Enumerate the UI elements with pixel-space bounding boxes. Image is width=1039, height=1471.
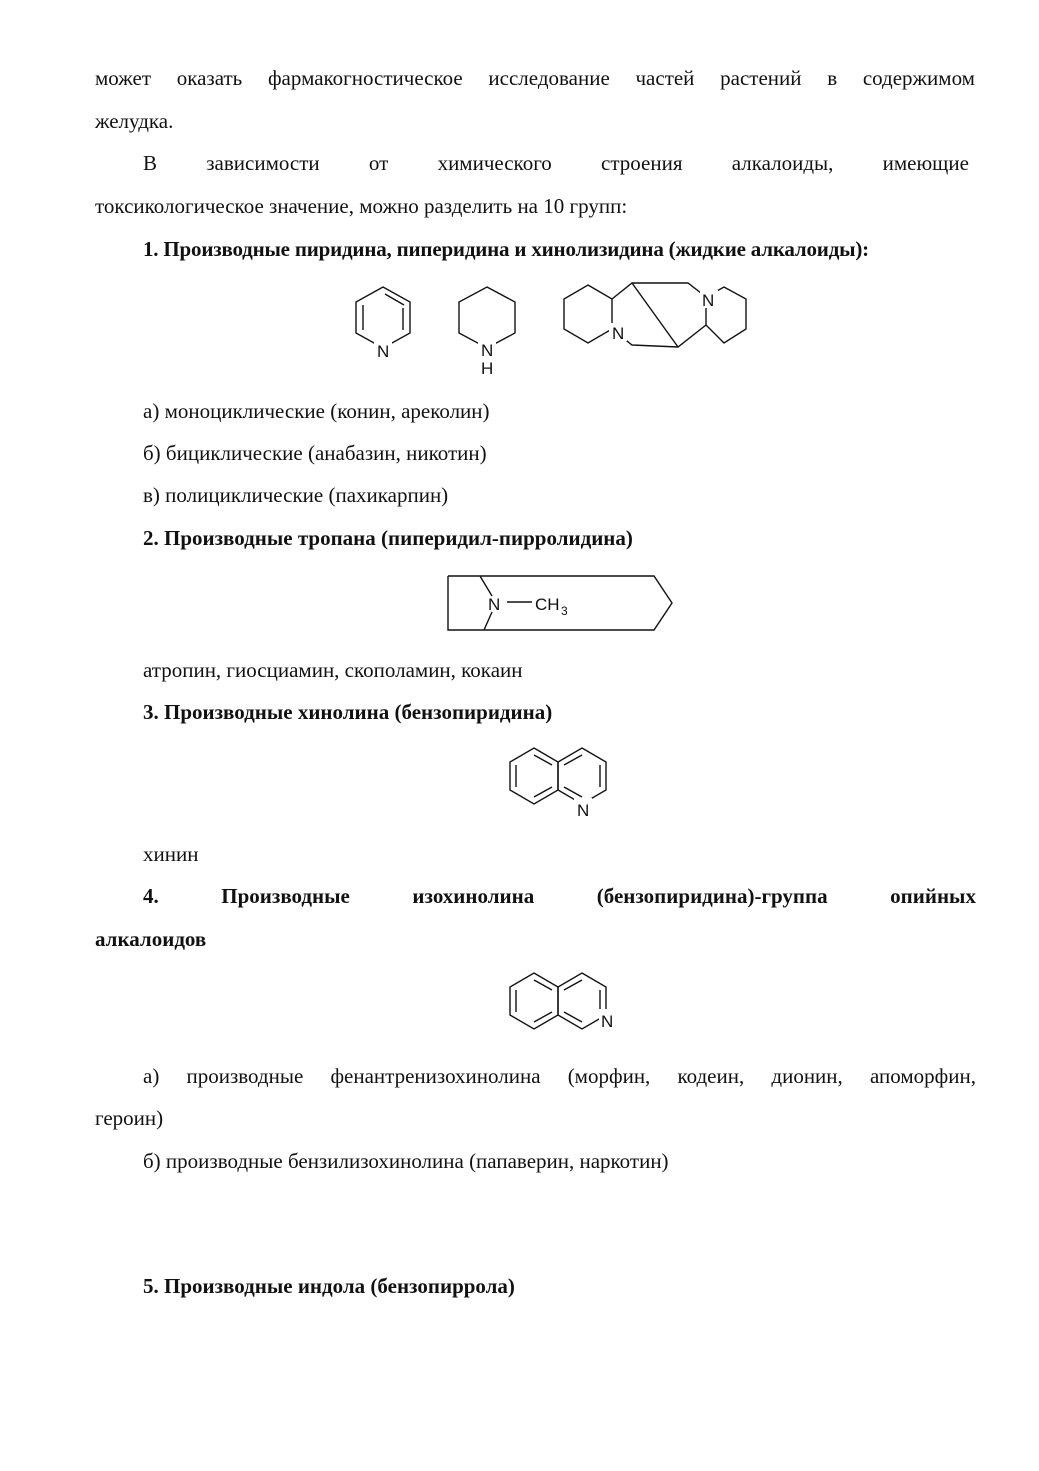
- word: строения: [601, 151, 683, 175]
- intro-line-2: желудка.: [95, 109, 174, 133]
- word: оказать: [176, 66, 243, 90]
- group4-heading-line-1: 4. Производные изохинолина (бензопиридин…: [143, 882, 976, 910]
- tropane-subscript: 3: [561, 604, 568, 618]
- quinolizidine-structure: N N: [563, 282, 747, 348]
- word: в: [827, 66, 838, 90]
- word: частей: [635, 66, 695, 90]
- word: содержимом: [862, 66, 975, 90]
- group4-item-a-line-2: героин): [95, 1106, 164, 1130]
- word: опийных: [890, 884, 976, 908]
- quinolizidine-n1-label: N: [612, 324, 624, 343]
- quinolizidine-n2-label: N: [702, 291, 714, 310]
- word: фенантренизохинолина: [330, 1064, 541, 1088]
- word: (бензопиридина)-группа: [596, 884, 828, 908]
- word: Производные: [221, 884, 350, 908]
- word: дионин,: [771, 1064, 843, 1088]
- group3-heading: 3. Производные хинолина (бензопиридина): [143, 700, 553, 724]
- intro-line-4: токсикологическое значение, можно раздел…: [95, 194, 628, 218]
- piperidine-n-label: N: [481, 341, 493, 360]
- word: изохинолина: [412, 884, 535, 908]
- word: может: [95, 66, 151, 90]
- word: зависимости: [206, 151, 320, 175]
- group1-item-a: а) моноциклические (конин, ареколин): [143, 399, 490, 423]
- word: алкалоиды,: [731, 151, 834, 175]
- piperidine-structure: N H: [458, 286, 516, 378]
- group1-item-c: в) полициклические (пахикарпин): [143, 483, 449, 507]
- word: апоморфин,: [869, 1064, 976, 1088]
- group4-heading-line-2: алкалоидов: [95, 927, 207, 951]
- word: исследование: [488, 66, 610, 90]
- group1-heading: 1. Производные пиридина, пиперидина и хи…: [143, 237, 869, 261]
- word: химического: [437, 151, 552, 175]
- quinoline-structure: N: [509, 747, 607, 820]
- word: В: [143, 151, 158, 175]
- word: фармакогностическое: [267, 66, 463, 90]
- isoquinoline-structure: N: [509, 972, 617, 1031]
- group4-item-a-line-1: а) производные фенантренизохинолина (мор…: [143, 1062, 976, 1090]
- word: производные: [186, 1064, 304, 1088]
- piperidine-h-label: H: [481, 359, 493, 378]
- intro-line-1: может оказать фармакогностическое исслед…: [95, 64, 975, 92]
- group1-item-b: б) бициклические (анабазин, никотин): [143, 441, 487, 465]
- isoquinoline-n-label: N: [601, 1012, 613, 1031]
- tropane-ch-label: CH: [535, 595, 560, 614]
- word: (морфин,: [567, 1064, 651, 1088]
- word: от: [368, 151, 389, 175]
- group2-examples: атропин, гиосциамин, скополамин, кокаин: [143, 658, 523, 682]
- group5-heading: 5. Производные индола (бензопиррола): [143, 1274, 515, 1298]
- word: имеющие: [882, 151, 969, 175]
- word: кодеин,: [677, 1064, 745, 1088]
- pyridine-structure: N: [355, 286, 411, 361]
- word: растений: [720, 66, 802, 90]
- group3-examples: хинин: [143, 842, 199, 866]
- intro-line-3: В зависимости от химического строения ал…: [143, 149, 969, 177]
- group4-item-b: б) производные бензилизохинолина (папаве…: [143, 1149, 669, 1173]
- word: а): [143, 1064, 160, 1088]
- tropane-n-label: N: [488, 595, 500, 614]
- group2-heading: 2. Производные тропана (пиперидил-пиррол…: [143, 526, 633, 550]
- pyridine-n-label: N: [377, 342, 389, 361]
- quinoline-n-label: N: [577, 801, 589, 820]
- tropane-structure: N CH 3: [447, 575, 673, 631]
- word: 4.: [143, 884, 159, 908]
